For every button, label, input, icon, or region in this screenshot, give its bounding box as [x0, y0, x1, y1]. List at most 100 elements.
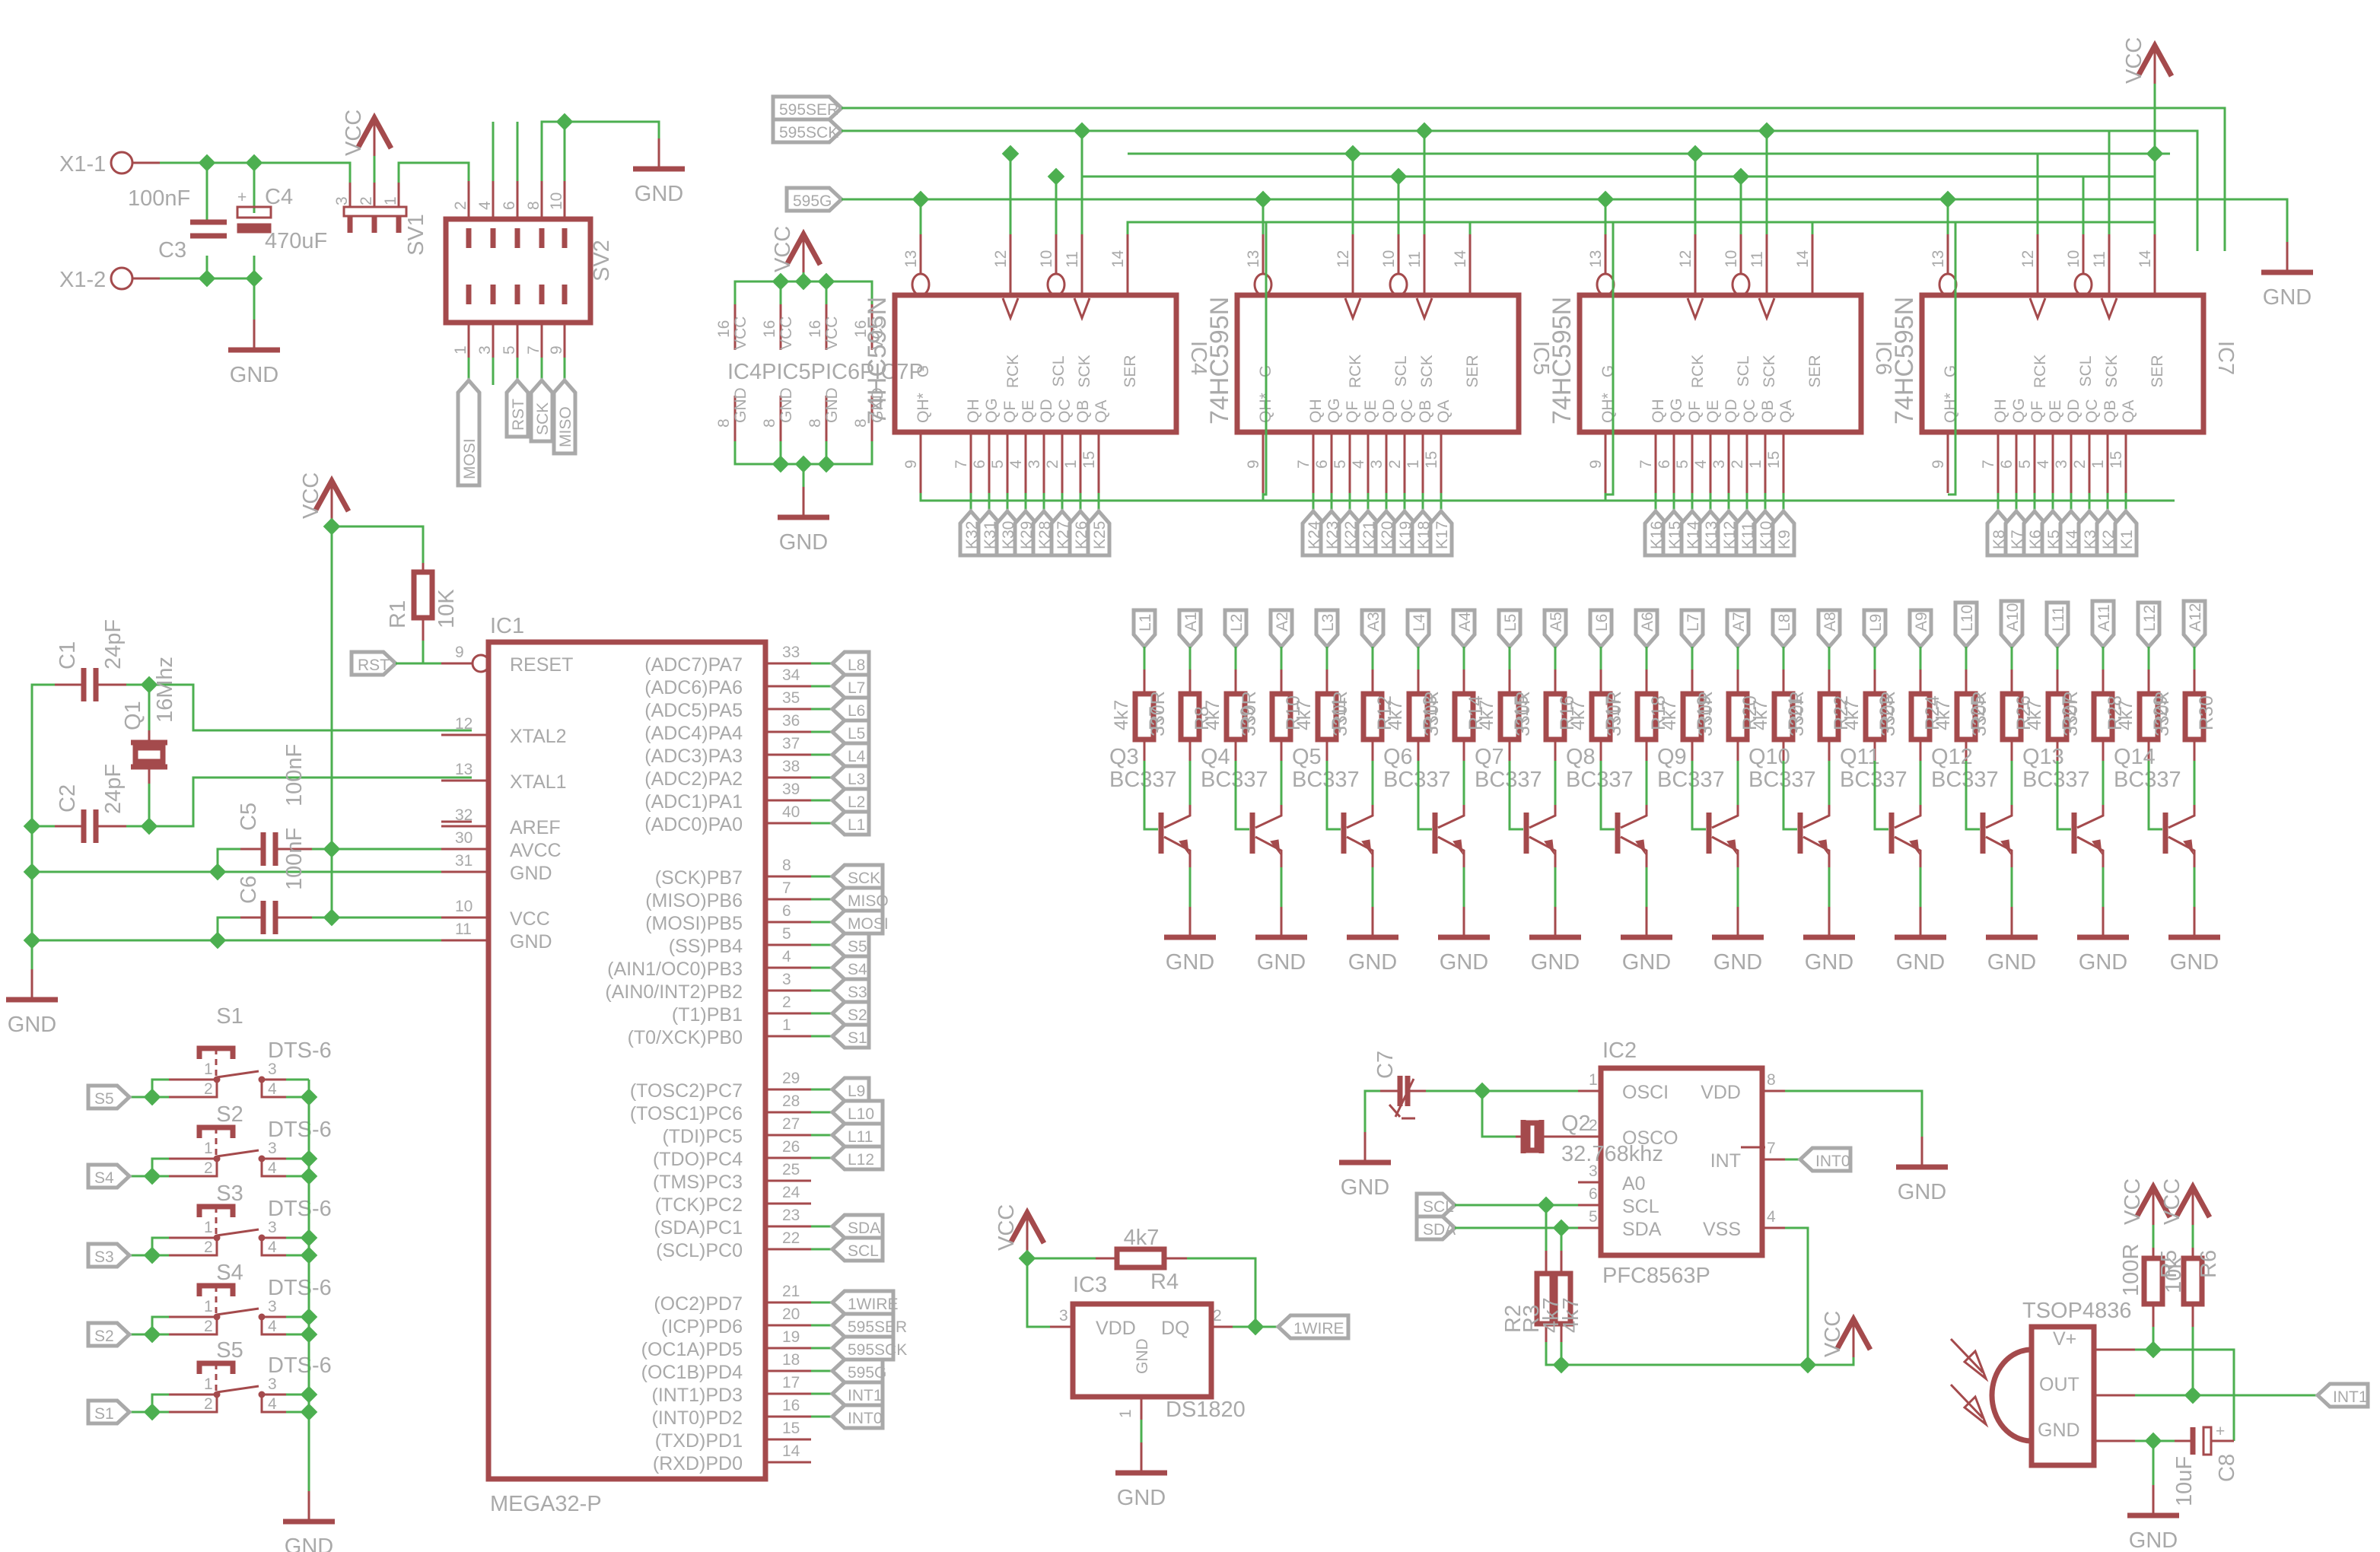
vcc-label: VCC [1821, 1311, 1845, 1357]
net-label-s4: S4 [86, 1162, 132, 1190]
pin-num: 3 [268, 1061, 277, 1078]
net-label-l4: L4 [1405, 608, 1431, 650]
pin-num: 10 [1723, 250, 1740, 268]
inverter-bubble [1731, 272, 1751, 297]
pin-name: AREF [510, 817, 561, 838]
net-label-frame [2044, 600, 2070, 650]
junction-dot [1415, 122, 1433, 140]
pin-name: SER [1806, 355, 1824, 387]
pin-num: 4 [1692, 460, 1710, 469]
net-label-frame [829, 1289, 896, 1316]
net-label-text: INT1 [2333, 1388, 2368, 1406]
pin-num: 4 [2035, 460, 2052, 469]
gnd-label: GND [2170, 950, 2219, 975]
wire [1176, 221, 1472, 234]
transistor-type: BC337 [2022, 768, 2090, 792]
pin-name: QD [1723, 399, 1740, 424]
emitter-arrow [1361, 839, 1372, 855]
net-label-a11: A11 [2090, 599, 2116, 650]
pin-name: QA [1777, 400, 1795, 423]
pin-name: A0 [1622, 1173, 1646, 1194]
clock-marker [2100, 297, 2118, 322]
transistor-name: Q8 [1566, 745, 1596, 769]
pin-name: V+ [2053, 1328, 2076, 1350]
resistor-name: R8 [1192, 706, 1213, 730]
resistor-value: 4k7 [1567, 700, 1589, 730]
supply-block-name: IC4PIC5PIC6PIC7P [727, 360, 924, 384]
net-label-a5: A5 [1542, 608, 1568, 650]
pin-num: 1 [1062, 460, 1080, 469]
net-label-frame [829, 1121, 885, 1149]
transistor-name: Q11 [1840, 745, 1880, 769]
pin-name: QF [1001, 401, 1019, 423]
vcc-symbol: VCC [342, 110, 394, 156]
net-label-1wire: 1WIRE [829, 1289, 899, 1316]
net-label-text: A11 [2095, 604, 2113, 631]
gnd-label: GND [1531, 950, 1580, 975]
junction-dot [1732, 167, 1750, 186]
pin-name: (SS)PB4 [669, 936, 743, 957]
emitter-arrow [1726, 839, 1737, 855]
pin-name: (OC1B)PD4 [641, 1362, 743, 1383]
q1-value: 16Mhz [153, 657, 177, 723]
net-label-frame [829, 1403, 885, 1430]
gnd-label: GND [1257, 950, 1306, 975]
net-label-frame [829, 1236, 885, 1263]
pin-name: QG [2010, 398, 2028, 423]
inverter-bubble [911, 272, 931, 297]
pin-name: GND [778, 387, 795, 423]
transistor-name: Q6 [1383, 745, 1413, 769]
pin-name: VDD [1701, 1082, 1741, 1103]
pin-num: 7 [782, 879, 791, 897]
pin-num: 9 [1587, 460, 1605, 469]
wire [1026, 1251, 1096, 1260]
r2-name: R2 [1501, 1305, 1526, 1333]
junction-dot [772, 272, 790, 291]
resistor-value: 4k7 [2115, 700, 2137, 730]
pin-num: 3 [2053, 460, 2070, 469]
net-label-mosi: MOSI [829, 908, 889, 936]
pin-name: (INT1)PD3 [652, 1385, 743, 1406]
pin-num: 15 [1765, 451, 1783, 469]
pin-num: 34 [782, 666, 800, 684]
wire [1026, 1258, 1050, 1328]
clock-marker [1686, 297, 1704, 322]
pin-name: (OC2)PD7 [654, 1293, 743, 1315]
switch-name: S1 [216, 1004, 243, 1029]
net-label-text: L4 [1411, 613, 1428, 631]
pin-num: 6 [1589, 1185, 1598, 1203]
net-label-a1: A1 [1177, 608, 1203, 650]
switch-name: S5 [216, 1338, 243, 1363]
net-label-frame [1999, 599, 2025, 650]
switch-name: S4 [216, 1261, 243, 1285]
net-label-595g: 595G [784, 186, 845, 213]
pin-name: VDD [1096, 1318, 1136, 1339]
emitter-arrow [1544, 839, 1554, 855]
pin-num: 3 [1368, 460, 1386, 469]
net-label-text: K8 [1990, 530, 2008, 549]
net-label-l12: L12 [2136, 600, 2162, 650]
pin-name: (OC1A)PD5 [641, 1339, 743, 1360]
pin-name: QG [983, 398, 1001, 423]
net-label-text: K17 [1433, 521, 1451, 549]
pin-name: XTAL1 [510, 771, 567, 793]
c4-name: C4 [265, 185, 293, 209]
pin-num: 3 [268, 1140, 277, 1157]
net-label-frame [829, 931, 871, 959]
terminal-label: X1-1 [59, 152, 106, 177]
pin-name: QB [1417, 400, 1434, 423]
polarity: + [237, 189, 247, 206]
net-label-text: 1WIRE [1293, 1320, 1344, 1337]
pin-name: OSCO [1622, 1127, 1678, 1149]
ic-name: IC1 [490, 614, 524, 638]
wire [842, 129, 2199, 251]
switch-pin [260, 1315, 286, 1336]
net-label-scl: SCL [829, 1236, 885, 1263]
pin-name: SER [2149, 355, 2166, 387]
switch-lever [216, 1228, 259, 1237]
transistor-type: BC337 [1657, 768, 1725, 792]
net-label-text: L8 [848, 657, 865, 674]
resistor-value: 330R [1604, 691, 1625, 736]
